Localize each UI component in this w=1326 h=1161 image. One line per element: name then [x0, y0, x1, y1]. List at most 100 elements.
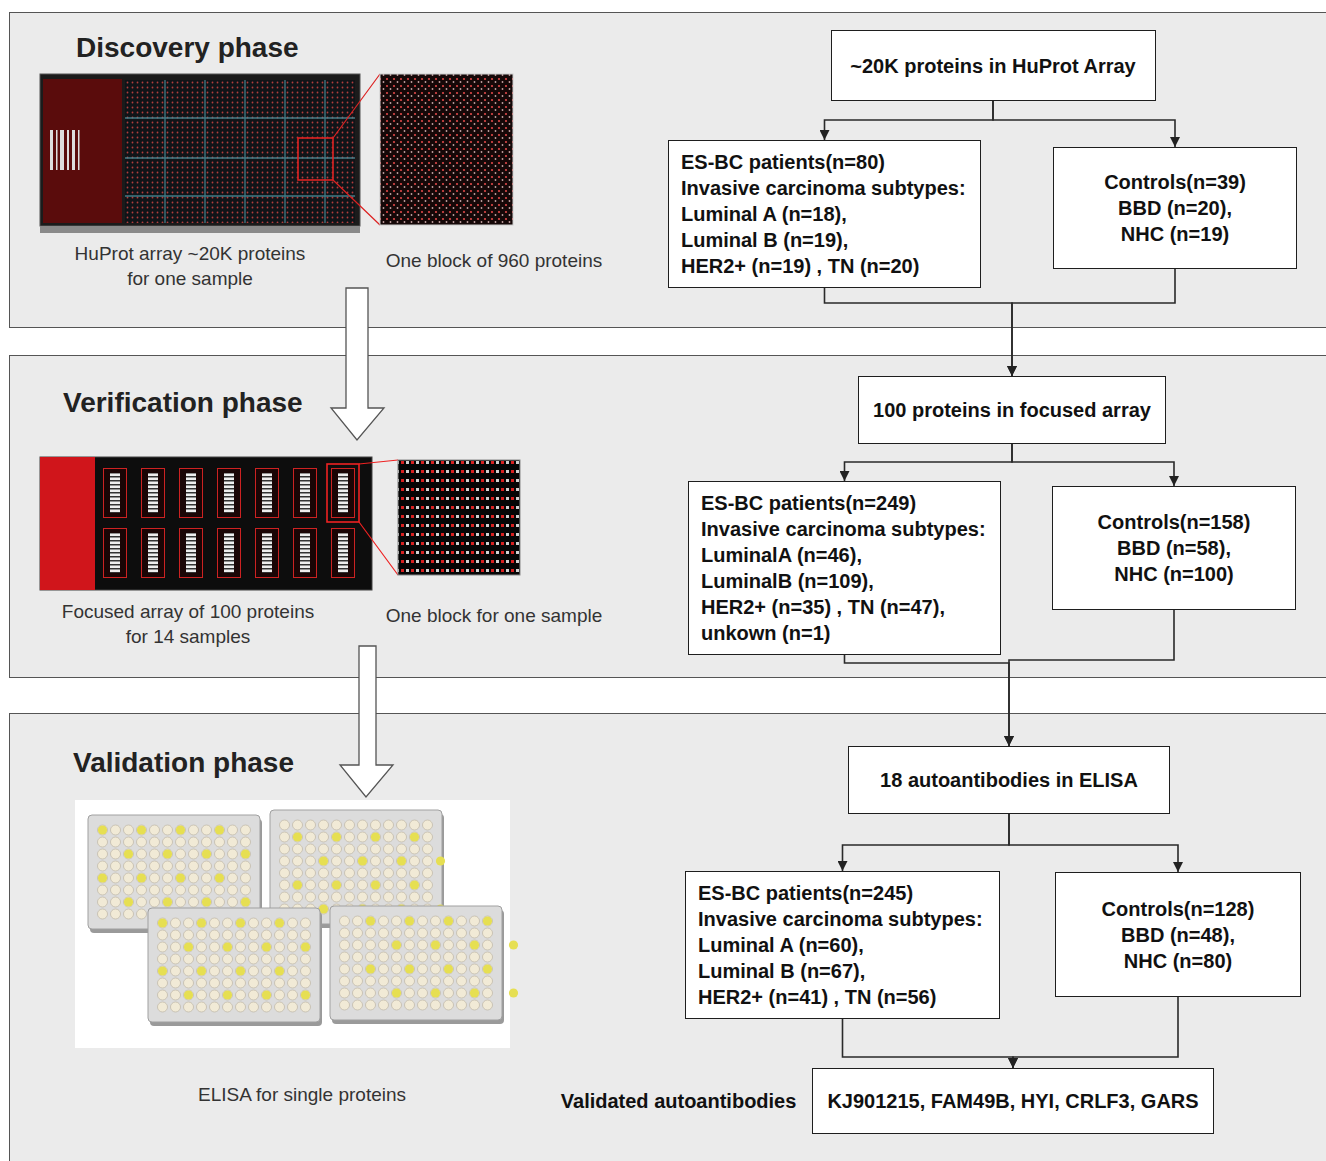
flow-connector	[1009, 610, 1174, 746]
control-group-box: Controls(n=128)BBD (n=48),NHC (n=80)	[1055, 872, 1301, 997]
focused-slide	[218, 469, 241, 518]
box-text: ES-BC patients(n=245)	[698, 880, 913, 906]
box-text: LuminalB (n=109),	[701, 568, 874, 594]
huprot-slide	[67, 130, 69, 170]
focused-slide	[359, 460, 398, 575]
elisa-plates	[330, 906, 502, 1020]
flow-connector	[1012, 444, 1174, 486]
box-text: NHC (n=100)	[1114, 561, 1233, 587]
image-caption: One block of 960 proteins	[364, 249, 624, 274]
flow-connector	[1013, 997, 1178, 1068]
box-text: ES-BC patients(n=80)	[681, 149, 885, 175]
box-text: HER2+ (n=41) , TN (n=56)	[698, 984, 936, 1010]
elisa-plates	[156, 917, 312, 1013]
patient-group-box: ES-BC patients(n=249)Invasive carcinoma …	[688, 481, 1001, 655]
focused-slide	[40, 457, 398, 590]
huprot-slide	[333, 74, 380, 225]
elisa-plates	[270, 810, 447, 928]
box-text: Controls(n=158)	[1098, 509, 1251, 535]
huprot-slide	[125, 80, 355, 223]
box-text: Luminal A (n=18),	[681, 201, 847, 227]
box-text: Luminal A (n=60),	[698, 932, 864, 958]
elisa-plates	[272, 814, 444, 928]
elisa-plates	[75, 800, 510, 1048]
flow-connector	[825, 288, 1013, 376]
step-box: 100 proteins in focused array	[858, 376, 1166, 444]
huprot-slide	[78, 130, 80, 170]
box-text: unkown (n=1)	[701, 620, 830, 646]
phase-heading: Discovery phase	[76, 31, 1326, 65]
box-text: ES-BC patients(n=249)	[701, 490, 916, 516]
connector-layer	[825, 101, 1179, 1068]
flow-connector	[825, 101, 994, 140]
box-text: BBD (n=20),	[1118, 195, 1232, 221]
result-heading: Validated autoantibodies	[561, 1089, 797, 1113]
focused-slide	[218, 529, 241, 578]
box-text: Luminal B (n=67),	[698, 958, 865, 984]
flow-connector	[845, 655, 1010, 746]
box-text: Invasive carcinoma subtypes:	[701, 516, 986, 542]
box-text: BBD (n=48),	[1121, 922, 1235, 948]
box-text: Controls(n=128)	[1102, 896, 1255, 922]
elisa-plates	[88, 815, 262, 933]
elisa-plates	[148, 908, 320, 1022]
flow-connector	[1012, 269, 1175, 376]
block-zoom	[380, 74, 513, 225]
sample-block-zoom	[398, 460, 520, 575]
box-text: Controls(n=39)	[1104, 169, 1246, 195]
elisa-plates	[330, 906, 520, 1024]
box-text: NHC (n=80)	[1124, 948, 1232, 974]
box-text: HER2+ (n=19) , TN (n=20)	[681, 253, 919, 279]
step-box: ~20K proteins in HuProt Array	[831, 30, 1156, 101]
huprot-slide	[50, 130, 53, 170]
focused-slide	[332, 529, 355, 578]
image-caption: Focused array of 100 proteins for 14 sam…	[53, 600, 323, 649]
huprot-slide	[125, 80, 355, 223]
elisa-plates	[270, 810, 442, 924]
elisa-plates	[291, 831, 447, 927]
huprot-slide	[56, 130, 58, 170]
focused-slide	[40, 457, 372, 590]
image-caption: One block for one sample	[364, 604, 624, 629]
focused-slide	[104, 529, 127, 578]
phase-arrow	[331, 288, 384, 440]
box-text: LuminalA (n=46),	[701, 542, 862, 568]
huprot-slide	[72, 130, 75, 170]
elisa-plates	[364, 915, 520, 1011]
huprot-slide	[60, 130, 64, 170]
elisa-plates	[75, 800, 520, 1048]
flow-connector	[843, 814, 1010, 871]
box-text: 18 autoantibodies in ELISA	[880, 767, 1138, 793]
box-text: HER2+ (n=35) , TN (n=47),	[701, 594, 945, 620]
focused-slide	[294, 469, 317, 518]
focused-slide	[104, 469, 127, 518]
box-text: BBD (n=58),	[1117, 535, 1231, 561]
box-text: Invasive carcinoma subtypes:	[698, 906, 983, 932]
huprot-slide	[43, 79, 122, 223]
caption-slot: One block for one sample	[364, 604, 624, 629]
focused-slide	[40, 457, 95, 590]
box-text: Invasive carcinoma subtypes:	[681, 175, 966, 201]
box-text: 100 proteins in focused array	[873, 397, 1151, 423]
step-box: 18 autoantibodies in ELISA	[848, 746, 1170, 814]
caption-slot: HuProt array ~20K proteins for one sampl…	[68, 242, 313, 291]
elisa-plates	[156, 917, 312, 1013]
flow-connector	[843, 1019, 1013, 1068]
focused-slide	[294, 529, 317, 578]
caption-slot: ELISA for single proteins	[152, 1083, 452, 1108]
caption-slot: One block of 960 proteins	[364, 249, 624, 274]
elisa-plates	[332, 910, 504, 1024]
elisa-plates	[96, 824, 252, 920]
elisa-plates	[96, 824, 252, 920]
result-box: KJ901215, FAM49B, HYI, CRLF3, GARS	[812, 1068, 1213, 1134]
huprot-slide	[40, 74, 380, 233]
patient-group-box: ES-BC patients(n=80)Invasive carcinoma s…	[668, 140, 981, 288]
focused-slide	[256, 469, 279, 518]
box-text: ~20K proteins in HuProt Array	[850, 53, 1135, 79]
elisa-plates	[150, 912, 322, 1026]
elisa-plates	[148, 908, 322, 1026]
phase-arrow	[340, 646, 393, 797]
caption-slot: Focused array of 100 proteins for 14 sam…	[53, 600, 323, 649]
phase-arrow	[331, 288, 393, 797]
